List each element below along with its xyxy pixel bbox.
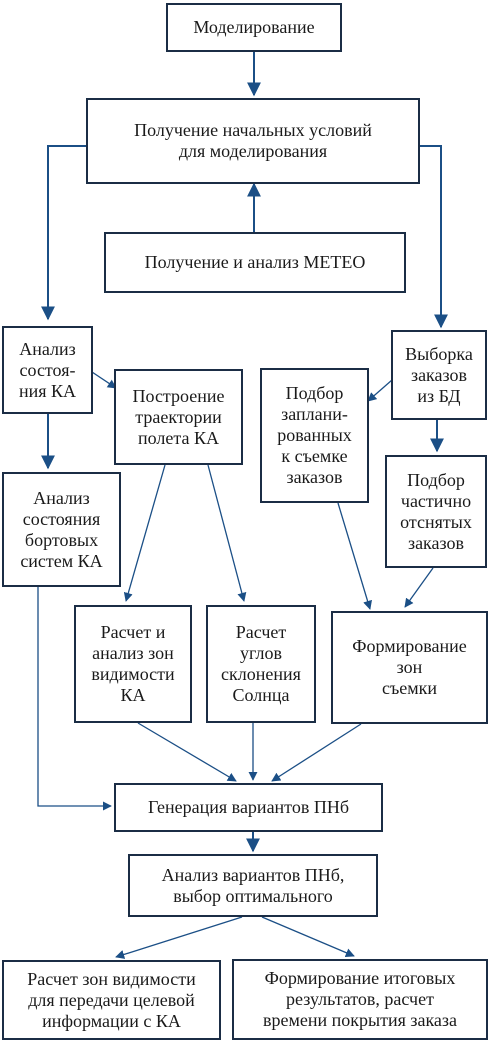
node-selection-db: Выборка заказов из БД bbox=[391, 330, 487, 420]
node-planned-orders: Подбор заплани- рованных к съемке заказо… bbox=[260, 368, 369, 503]
edge-initial-to-selection bbox=[420, 145, 448, 329]
node-modeling-label: Моделирование bbox=[193, 17, 315, 37]
node-partial-orders: Подбор частично отснятых заказов bbox=[385, 455, 487, 568]
node-partial-orders-label: Подбор частично отснятых заказов bbox=[400, 469, 472, 553]
node-selection-db-label: Выборка заказов из БД bbox=[405, 343, 473, 406]
edge-survey-to-generation bbox=[271, 723, 362, 782]
node-initial-conditions-label: Получение начальных условий для моделиро… bbox=[134, 120, 372, 161]
edge-planned-to-survey bbox=[337, 502, 372, 610]
edge-partial-to-survey bbox=[404, 567, 434, 608]
node-visibility-zones-label: Расчет и анализ зон видимости КА bbox=[91, 622, 175, 705]
edge-trajectory-to-visibility bbox=[123, 464, 166, 602]
node-visibility-zones: Расчет и анализ зон видимости КА bbox=[74, 605, 192, 723]
node-analysis-choice: Анализ вариантов ПНб, выбор оптимального bbox=[128, 854, 378, 917]
node-generation: Генерация вариантов ПНб bbox=[114, 783, 383, 832]
edge-ka-state-to-trajectory bbox=[91, 371, 117, 389]
node-ka-state: Анализ состоя- ния КА bbox=[2, 326, 93, 414]
edge-onboard-to-generation bbox=[37, 587, 112, 811]
node-meteo: Получение и анализ МЕТЕО bbox=[104, 232, 406, 293]
node-onboard-systems-label: Анализ состояния бортовых систем КА bbox=[20, 487, 103, 571]
edge-visibility-to-generation bbox=[137, 722, 237, 782]
node-analysis-choice-label: Анализ вариантов ПНб, выбор оптимального bbox=[161, 864, 345, 906]
node-meteo-label: Получение и анализ МЕТЕО bbox=[144, 252, 366, 272]
node-trajectory-label: Построение траектории полета КА bbox=[132, 385, 225, 448]
node-generation-label: Генерация вариантов ПНб bbox=[148, 797, 349, 817]
edge-trajectory-to-sun bbox=[207, 464, 247, 602]
node-transfer-zones: Расчет зон видимости для передачи целево… bbox=[2, 960, 221, 1040]
node-survey-zones-label: Формирование зон съемки bbox=[352, 636, 467, 698]
edge-analysis-to-final bbox=[261, 916, 355, 957]
edge-selection-to-planned bbox=[367, 379, 393, 402]
node-modeling: Моделирование bbox=[166, 3, 342, 52]
node-trajectory: Построение траектории полета КА bbox=[114, 369, 243, 465]
edge-analysis-to-transfer bbox=[115, 916, 243, 959]
node-initial-conditions: Получение начальных условий для моделиро… bbox=[86, 98, 420, 184]
node-planned-orders-label: Подбор заплани- рованных к съемке заказо… bbox=[277, 383, 352, 487]
node-sun-angles-label: Расчет углов склонения Солнца bbox=[221, 622, 301, 705]
node-final-results-label: Формирование итоговых результатов, расче… bbox=[262, 968, 458, 1030]
node-transfer-zones-label: Расчет зон видимости для передачи целево… bbox=[27, 968, 196, 1031]
node-final-results: Формирование итоговых результатов, расче… bbox=[232, 959, 488, 1040]
node-survey-zones: Формирование зон съемки bbox=[331, 611, 488, 724]
edge-initial-to-ka-state bbox=[41, 145, 86, 321]
node-onboard-systems: Анализ состояния бортовых систем КА bbox=[2, 472, 121, 587]
node-ka-state-label: Анализ состоя- ния КА bbox=[18, 338, 77, 401]
node-sun-angles: Расчет углов склонения Солнца bbox=[206, 605, 316, 723]
